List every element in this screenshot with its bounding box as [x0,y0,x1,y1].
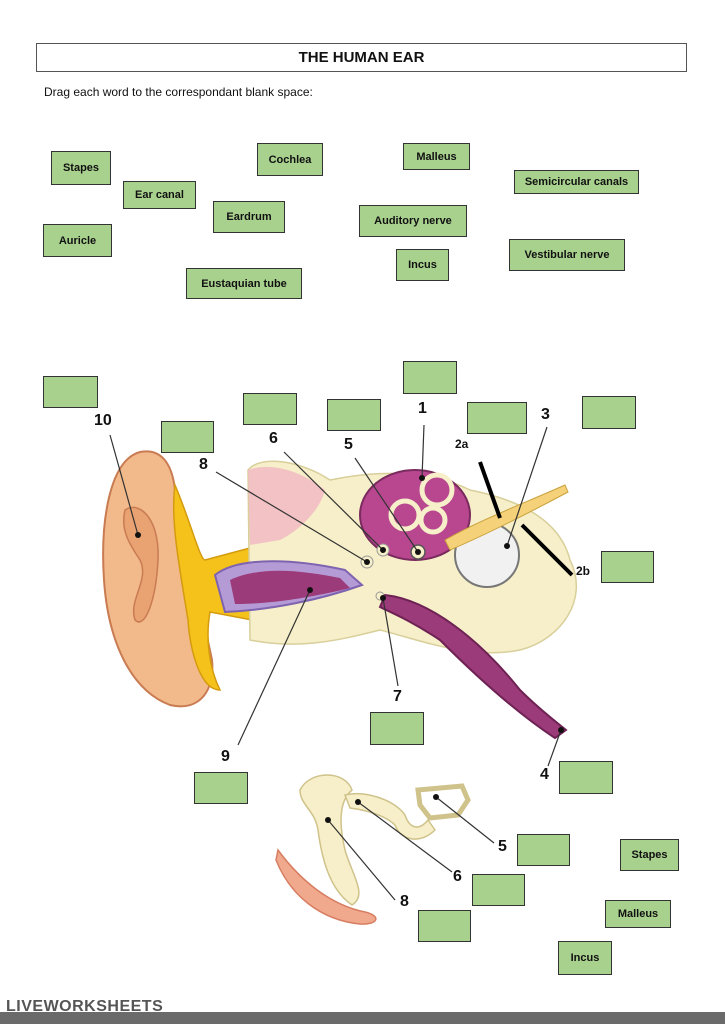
word-malleus[interactable]: Malleus [403,143,470,170]
ossicle-pointer-5 [435,796,495,844]
word-incus-ossicle[interactable]: Incus [558,941,612,975]
blank-10[interactable] [43,376,98,408]
instruction-text: Drag each word to the correspondant blan… [44,85,313,99]
word-stapes[interactable]: Stapes [51,151,111,185]
liveworksheets-logo: LIVEWORKSHEETS [6,998,164,1015]
pointer-3 [506,426,548,547]
pointer-7 [382,597,399,687]
bone-pink-layer [248,466,325,545]
pointer-1 [421,424,425,479]
word-malleus-ossicle[interactable]: Malleus [605,900,671,928]
label-6: 6 [269,430,278,447]
label-10: 10 [94,412,112,429]
blank-ossicle-5[interactable] [517,834,570,866]
label-7: 7 [393,688,402,705]
blank-3[interactable] [582,396,636,429]
label-1: 1 [418,400,427,417]
ossicle-label-8: 8 [400,893,409,910]
ossicle-label-6: 6 [453,868,462,885]
pointer-2a [478,461,502,519]
blank-ossicle-8[interactable] [418,910,471,942]
footer-bar [0,1012,725,1024]
pointer-10 [109,434,139,536]
semicircular-canal-1 [419,472,455,508]
semicircular-canal-3 [418,505,448,535]
pointer-6 [283,451,384,551]
semicircular-canal-2 [388,498,422,532]
pointer-5 [354,457,419,553]
word-vestibular-nerve[interactable]: Vestibular nerve [509,239,625,271]
label-8: 8 [199,456,208,473]
blank-8[interactable] [161,421,214,453]
ossicle-pointer-8 [327,819,396,901]
label-9: 9 [221,748,230,765]
eustachian-tube-shape [378,593,568,740]
worksheet-title: THE HUMAN EAR [36,43,687,72]
cartilage-shape [172,482,253,691]
blank-2b[interactable] [601,551,654,583]
word-cochlea[interactable]: Cochlea [257,143,323,176]
blank-6[interactable] [243,393,297,425]
blank-7[interactable] [370,712,424,745]
blank-4[interactable] [559,761,613,794]
pointer-8 [215,471,368,563]
word-semicircular-canals[interactable]: Semicircular canals [514,170,639,194]
blank-2a[interactable] [467,402,527,434]
ear-canal-inner [230,570,350,604]
label-3: 3 [541,406,550,423]
incus-detail [343,793,436,840]
label-2b: 2b [576,564,591,578]
word-incus[interactable]: Incus [396,249,449,281]
nerve-bundle [444,484,569,551]
blank-ossicle-6[interactable] [472,874,525,906]
word-ear-canal[interactable]: Ear canal [123,181,196,209]
blank-1[interactable] [403,361,457,394]
label-4: 4 [540,766,549,783]
pointer-2b [520,523,574,577]
label-2a: 2a [455,437,469,451]
malleus-detail [299,774,360,906]
eardrum-detail [275,848,377,925]
word-eardrum[interactable]: Eardrum [213,201,285,233]
blank-9[interactable] [194,772,248,804]
word-eustaquian-tube[interactable]: Eustaquian tube [186,268,302,299]
word-auricle[interactable]: Auricle [43,224,112,257]
auricle-inner [123,506,159,623]
pointer-4 [547,729,562,767]
word-auditory-nerve[interactable]: Auditory nerve [359,205,467,237]
inner-ear-mass [359,469,471,561]
pointer-9 [237,589,311,746]
label-5: 5 [344,436,353,453]
word-stapes-ossicle[interactable]: Stapes [620,839,679,871]
blank-5[interactable] [327,399,381,431]
ossicle-label-5: 5 [498,838,507,855]
ossicle-pointer-6 [357,801,453,873]
